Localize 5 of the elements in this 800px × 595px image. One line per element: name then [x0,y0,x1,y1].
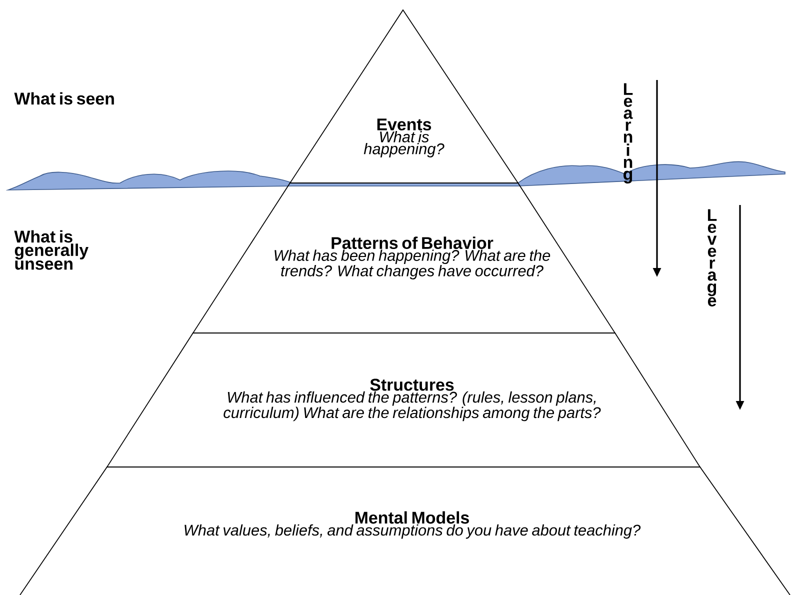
vertical-label: Learning [624,83,633,184]
side-label: What is seen [14,92,114,105]
vertical-label: Leverage [707,209,717,306]
pyramid-level: Mental Models What values, beliefs, and assumptions do you have about teaching? [20,466,790,595]
side-label: What is generally unseen [14,230,88,270]
